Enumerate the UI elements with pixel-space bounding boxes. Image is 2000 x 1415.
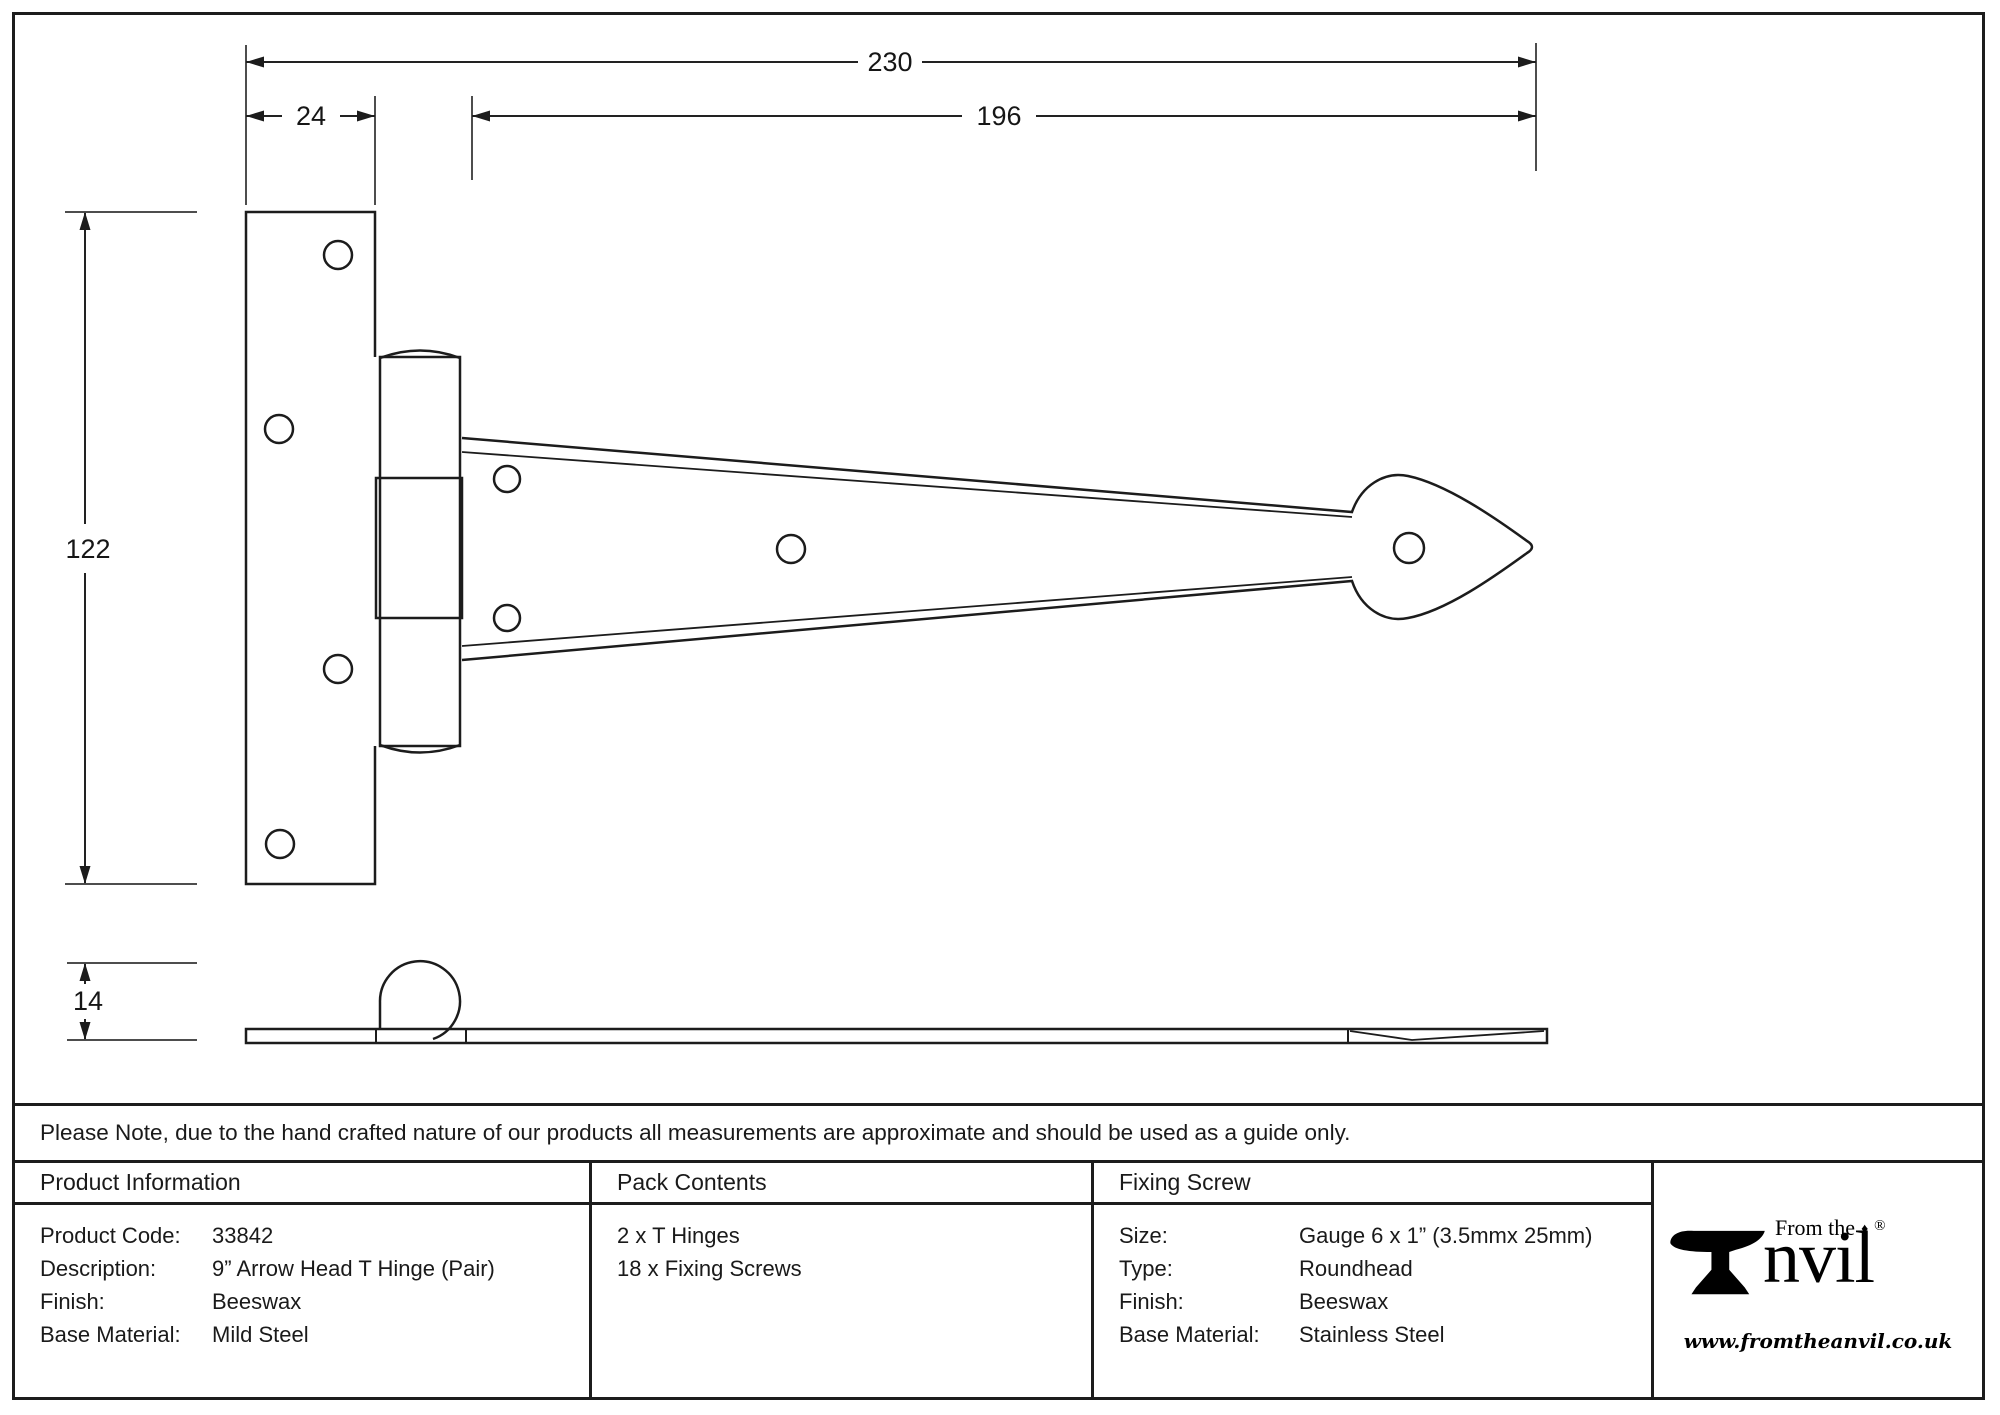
barrel-bottom-cap xyxy=(379,743,461,754)
screw-base-material-value: Stainless Steel xyxy=(1299,1321,1445,1347)
side-knuckle xyxy=(378,959,462,1041)
fixing-screw-header: Fixing Screw xyxy=(1094,1163,1651,1205)
finish-label: Finish: xyxy=(40,1288,105,1314)
product-information-header: Product Information xyxy=(15,1163,589,1205)
table-row: Finish: Beeswax xyxy=(1119,1285,1651,1318)
arrowhead-hole xyxy=(1392,531,1426,565)
dim-label-230: 230 xyxy=(867,47,912,77)
plate-hole-3 xyxy=(322,653,354,685)
pack-contents-column: Pack Contents 2 x T Hinges 18 x Fixing S… xyxy=(592,1163,1094,1397)
note-row: Please Note, due to the hand crafted nat… xyxy=(15,1103,1982,1160)
product-code-label: Product Code: xyxy=(40,1222,181,1248)
dim-label-14: 14 xyxy=(73,986,103,1016)
base-material-value: Mild Steel xyxy=(212,1321,309,1347)
hinge-drawing-svg: 230 24 196 122 xyxy=(65,43,1549,1045)
list-item: 18 x Fixing Screws xyxy=(617,1255,802,1281)
table-row: Description: 9” Arrow Head T Hinge (Pair… xyxy=(40,1252,589,1285)
hinge-top-view xyxy=(244,210,1534,886)
list-item: 2 x T Hinges xyxy=(617,1222,740,1248)
screw-size-value: Gauge 6 x 1” (3.5mmx 25mm) xyxy=(1299,1222,1593,1248)
spec-sheet: 230 24 196 122 xyxy=(12,12,1985,1400)
table-row: Product Code: 33842 xyxy=(40,1219,589,1252)
back-plate xyxy=(244,210,377,886)
fixing-screw-column: Fixing Screw Size: Gauge 6 x 1” (3.5mmx … xyxy=(1094,1163,1654,1397)
registered-mark: ® xyxy=(1874,1218,1886,1234)
extension-lines xyxy=(65,43,1537,1041)
from-the-anvil-logo: From the♦ nvil® www.fromtheanvil.co.uk xyxy=(1663,1205,1973,1355)
screw-size-label: Size: xyxy=(1119,1222,1168,1248)
logo-tagline: From the♦ xyxy=(1775,1215,1869,1240)
screw-type-value: Roundhead xyxy=(1299,1255,1413,1281)
table-row: Base Material: Stainless Steel xyxy=(1119,1318,1651,1351)
dimension-plate-width: 24 xyxy=(246,101,375,131)
strap-hole-3 xyxy=(775,533,807,565)
dim-label-122: 122 xyxy=(65,534,110,564)
dimension-overall-width: 230 xyxy=(246,47,1536,77)
dimension-strap-length: 196 xyxy=(472,101,1536,131)
note-text: Please Note, due to the hand crafted nat… xyxy=(40,1120,1351,1145)
product-information-column: Product Information Product Code: 33842 … xyxy=(15,1163,592,1397)
side-seams xyxy=(375,1029,1349,1043)
description-value: 9” Arrow Head T Hinge (Pair) xyxy=(212,1255,495,1281)
strap-bevel-top xyxy=(461,451,1353,518)
logo-cell: From the♦ nvil® www.fromtheanvil.co.uk xyxy=(1654,1163,1982,1397)
side-arrowhead-bevel xyxy=(1349,1030,1545,1041)
plate-hole-1 xyxy=(322,239,354,271)
dimension-plate-height: 122 xyxy=(65,212,111,884)
technical-drawing: 230 24 196 122 xyxy=(15,15,1982,1103)
dimension-knuckle-height: 14 xyxy=(73,963,103,1040)
table-row: Base Material: Mild Steel xyxy=(40,1318,589,1351)
hinge-side-view xyxy=(244,959,1549,1045)
logo-brand: nvil® xyxy=(1763,1217,1886,1299)
strap-bevel-bottom xyxy=(461,576,1353,647)
anvil-icon xyxy=(1670,1230,1765,1295)
strap-outline xyxy=(461,436,1534,662)
table-row: Size: Gauge 6 x 1” (3.5mmx 25mm) xyxy=(1119,1219,1651,1252)
description-label: Description: xyxy=(40,1255,157,1281)
screw-base-material-label: Base Material: xyxy=(1119,1321,1260,1347)
logo-website: www.fromtheanvil.co.uk xyxy=(1683,1329,1953,1353)
dim-label-196: 196 xyxy=(976,101,1021,131)
table-row: Finish: Beeswax xyxy=(40,1285,589,1318)
strap-hole-2 xyxy=(492,603,522,633)
barrel-middle-knuckle xyxy=(374,476,464,620)
pack-contents-header: Pack Contents xyxy=(592,1163,1091,1205)
strap-hole-1 xyxy=(492,464,522,494)
side-strip xyxy=(244,1027,1549,1045)
screw-finish-value: Beeswax xyxy=(1299,1288,1389,1314)
plate-hole-2 xyxy=(263,413,295,445)
product-code-value: 33842 xyxy=(212,1222,274,1248)
plate-hole-4 xyxy=(264,828,296,860)
diamond-icon: ♦ xyxy=(1861,1222,1869,1237)
info-table: Product Information Product Code: 33842 … xyxy=(15,1160,1982,1397)
screw-finish-label: Finish: xyxy=(1119,1288,1184,1314)
barrel xyxy=(378,355,462,748)
base-material-label: Base Material: xyxy=(40,1321,181,1347)
table-row: Type: Roundhead xyxy=(1119,1252,1651,1285)
barrel-top-cap xyxy=(379,349,461,360)
finish-value: Beeswax xyxy=(212,1288,302,1314)
dim-label-24: 24 xyxy=(296,101,326,131)
screw-type-label: Type: xyxy=(1119,1255,1173,1281)
